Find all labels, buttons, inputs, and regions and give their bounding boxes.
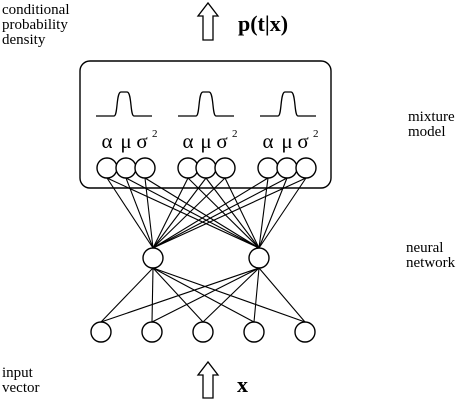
mu-label: μ: [120, 129, 131, 153]
connection-line: [152, 267, 255, 323]
connection-line: [151, 267, 154, 323]
input-node: [90, 321, 112, 343]
mixture-model-label: mixture model: [408, 110, 455, 140]
input-node: [141, 321, 163, 343]
connection-line: [100, 267, 260, 323]
connection-line: [152, 177, 269, 249]
label-line: model: [408, 124, 446, 140]
output-node: [276, 157, 298, 179]
alpha-label: α: [101, 129, 112, 153]
mixture-model-box: [79, 60, 332, 189]
hidden-node: [248, 247, 270, 269]
output-formula: p(t|x): [238, 11, 289, 36]
label-line: network: [406, 255, 456, 271]
connection-line: [258, 177, 307, 249]
output-node: [96, 157, 118, 179]
input-node: [192, 321, 214, 343]
connection-line: [152, 177, 189, 249]
connection-line: [152, 177, 226, 249]
connection-line: [224, 177, 260, 249]
label-line: vector: [2, 380, 40, 396]
connection-line: [125, 177, 154, 249]
connection-line: [258, 177, 269, 249]
connection-line: [152, 177, 288, 249]
mu-label: μ: [200, 129, 211, 153]
hidden-node: [142, 247, 164, 269]
connection-line: [100, 267, 154, 323]
output-arrow-icon: [196, 1, 220, 41]
connection-line: [151, 267, 260, 323]
output-node: [295, 157, 317, 179]
mu-label: μ: [281, 129, 292, 153]
sigma-superscript: 2: [232, 128, 238, 140]
connection-line: [152, 267, 204, 323]
connection-line: [187, 177, 260, 249]
density-curves: [96, 91, 316, 117]
label-line: conditional: [2, 2, 70, 18]
sigma-label: σ: [297, 129, 308, 153]
connection-line: [152, 267, 306, 323]
connection-line: [202, 267, 260, 323]
sigma-label: σ: [216, 129, 227, 153]
connection-line: [106, 177, 154, 249]
label-line: neural: [406, 240, 444, 256]
output-node: [257, 157, 279, 179]
label-line: probability: [2, 17, 68, 33]
input-node: [243, 321, 265, 343]
density-curve: [96, 91, 152, 117]
label-line: input: [2, 365, 33, 381]
label-line: density: [2, 32, 46, 48]
connection-line: [144, 177, 154, 249]
alpha-label: α: [182, 129, 193, 153]
sigma-superscript: 2: [152, 128, 158, 140]
connection-line: [205, 177, 260, 249]
connection-line: [258, 177, 288, 249]
input-arrow-icon: [196, 360, 220, 399]
sigma-label: σ: [136, 129, 147, 153]
connection-line: [144, 177, 260, 249]
connection-line: [125, 177, 260, 249]
density-curve: [260, 91, 316, 117]
input-symbol: x: [237, 372, 248, 397]
connection-line: [106, 177, 260, 249]
label-line: mixture: [408, 109, 455, 125]
output-node: [134, 157, 156, 179]
neural-network-label: neural network: [406, 241, 455, 271]
output-node: [177, 157, 199, 179]
connection-line: [152, 177, 307, 249]
connection-lines: [100, 177, 307, 323]
output-node: [195, 157, 217, 179]
connection-line: [152, 177, 207, 249]
output-node: [214, 157, 236, 179]
input-node: [294, 321, 316, 343]
density-curve: [178, 91, 234, 117]
alpha-label: α: [262, 129, 273, 153]
nodes: [90, 157, 317, 343]
conditional-probability-label: conditional probability density: [2, 3, 70, 48]
sigma-superscript: 2: [313, 128, 319, 140]
connection-line: [253, 267, 260, 323]
output-node: [115, 157, 137, 179]
input-vector-label: input vector: [2, 366, 39, 396]
connection-line: [258, 267, 306, 323]
